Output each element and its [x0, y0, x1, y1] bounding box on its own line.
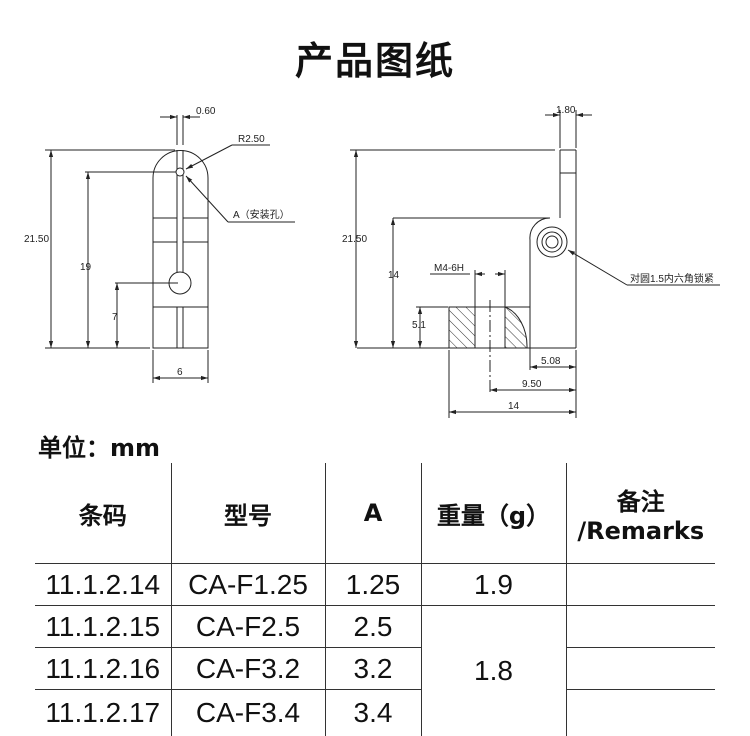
table-row: 11.1.2.15 CA-F2.5 2.5 1.8 — [35, 606, 715, 648]
thread-label: M4-6H — [434, 263, 464, 274]
table-row: 11.1.2.16 CA-F3.2 3.2 — [35, 648, 715, 690]
dim-radius: R2.50 — [238, 134, 265, 145]
header-code: 条码 — [35, 463, 171, 564]
table-row: 11.1.2.17 CA-F3.4 3.4 — [35, 690, 715, 736]
dim-b: 9.50 — [522, 379, 542, 390]
header-model: 型号 — [171, 463, 325, 564]
side-view — [350, 110, 720, 418]
weight-cell: 1.9 — [421, 564, 566, 606]
dim-arm: 14 — [388, 270, 400, 281]
dim-width: 6 — [177, 367, 183, 378]
table-header: 条码 型号 A 重量（g） 备注/Remarks — [35, 463, 715, 564]
dim-c: 14 — [508, 401, 520, 412]
table-row: 11.1.2.14 CA-F1.25 1.25 1.9 — [35, 564, 715, 606]
dim-hole-top: 19 — [80, 262, 92, 273]
dim-height-side: 21.50 — [342, 234, 367, 245]
remarks-cell — [566, 606, 715, 648]
remarks-cell — [566, 690, 715, 736]
dim-base: 5.1 — [412, 320, 426, 331]
remarks-cell — [566, 564, 715, 606]
header-a: A — [325, 463, 421, 564]
dim-hole-bottom: 7 — [112, 312, 118, 323]
front-view — [45, 115, 295, 383]
dim-a: 5.08 — [541, 356, 561, 367]
spec-table: 条码 型号 A 重量（g） 备注/Remarks 11.1.2.14 CA-F1… — [35, 463, 715, 736]
label-mounting-hole: A（安装孔） — [233, 208, 290, 221]
weight-cell: 1.8 — [421, 606, 566, 736]
header-remarks: 备注/Remarks — [566, 463, 715, 564]
header-weight: 重量（g） — [421, 463, 566, 564]
technical-drawing: 0.60 R2.50 A（安装孔） 21.50 19 7 6 1.80 21.5… — [0, 0, 750, 425]
dim-plate: 1.80 — [556, 105, 576, 116]
remarks-cell — [566, 648, 715, 690]
dim-height: 21.50 — [24, 234, 49, 245]
unit-label: 单位：mm — [38, 428, 160, 463]
dim-slot: 0.60 — [196, 106, 216, 117]
label-lock: 对圆1.5内六角锁紧 — [630, 272, 714, 285]
